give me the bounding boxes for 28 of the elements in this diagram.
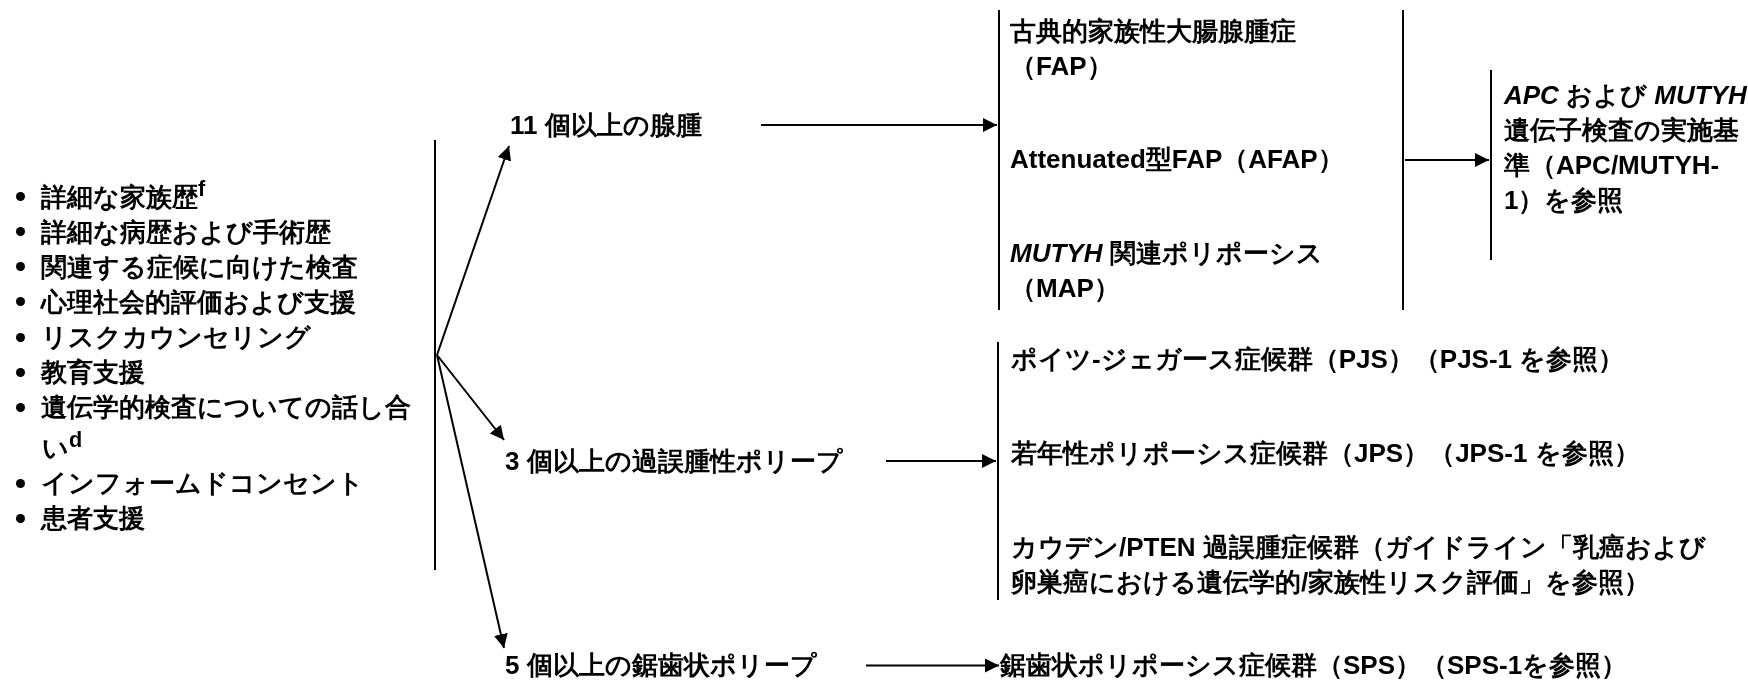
- list-text: 遺伝学的検査についての話し合い$^{d}$: [41, 392, 411, 463]
- list-text: リスクカウンセリング: [41, 321, 311, 352]
- condition-label: 鋸歯状ポリポーシス症候群（SPS）（SPS-1を参照）: [1000, 648, 1748, 683]
- condition-text: 若年性ポリポーシス症候群（JPS）（JPS-1 を参照）: [1011, 436, 1641, 470]
- arrow: [760, 118, 998, 132]
- list-text: 心理社会的評価および支援: [41, 286, 356, 317]
- bracket-group: [998, 10, 1404, 310]
- condition-text: Attenuated型FAP（AFAP）: [1010, 143, 1345, 177]
- arrow: [436, 354, 508, 649]
- list-text: 教育支援: [41, 357, 145, 387]
- arrow: [1404, 153, 1490, 167]
- bracketed-text: APC および MUTYH 遺伝子検査の実施基準（APC/MUTYH-1）を参照: [1490, 70, 1748, 260]
- condition-text: ポイツ-ジェガース症候群（PJS）（PJS-1 を参照）: [1011, 343, 1626, 376]
- arrow: [436, 354, 505, 441]
- condition-text: 古典的家族性大腸腺腫症（FAP）: [1010, 15, 1297, 84]
- condition-text: カウデン/PTEN 過誤腫症候群（ガイドライン「乳癌および卵巣癌における遺伝学的/家族性リスク評価」を参照）: [1011, 530, 1707, 599]
- list-text: 患者支援: [41, 503, 145, 534]
- list-text: 詳細な病歴および手術歴: [41, 216, 331, 247]
- condition-text: MUTYH 関連ポリポーシス（MAP）: [1010, 236, 1324, 305]
- list-text: 関連する症候に向けた検査: [41, 251, 358, 282]
- condition-label: 3 個以上の過誤腫性ポリープ: [505, 440, 885, 482]
- list-text: 詳細な家族歴$^{f}$: [41, 181, 206, 212]
- list-text: インフォームドコンセント: [41, 467, 364, 498]
- arrow: [436, 145, 512, 356]
- arrow: [885, 454, 997, 468]
- arrow: [865, 658, 1000, 673]
- condition-label: 5 個以上の鋸歯状ポリープ: [505, 648, 865, 683]
- condition-label: 11 個以上の腺腫: [510, 104, 760, 146]
